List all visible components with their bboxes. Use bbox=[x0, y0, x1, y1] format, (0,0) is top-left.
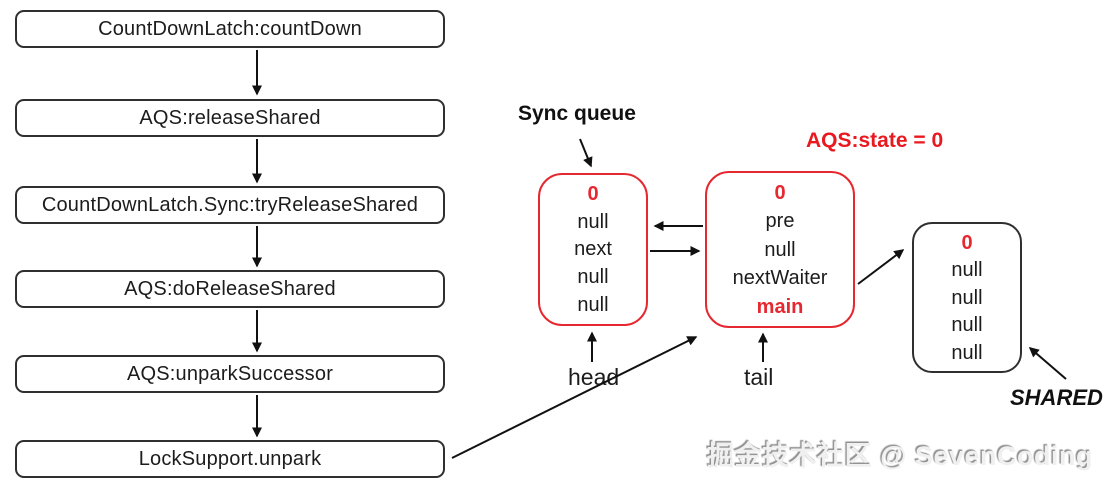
step-aqs-doreleaseshared: AQS:doReleaseShared bbox=[15, 270, 445, 308]
node-field: 0 bbox=[587, 182, 599, 205]
node-field: main bbox=[756, 295, 804, 318]
sync-queue-label: Sync queue bbox=[518, 102, 636, 125]
shared-waiter-node: 0 null null null null bbox=[912, 222, 1022, 373]
watermark-text: 掘金技术社区 @ SevenCoding bbox=[707, 441, 1093, 471]
arrow-tailnode-to-shared-node bbox=[857, 249, 905, 285]
shared-mode-label: SHARED bbox=[1010, 385, 1103, 410]
step-aqs-releaseshared: AQS:releaseShared bbox=[15, 99, 445, 137]
step-aqs-unparksuccessor: AQS:unparkSuccessor bbox=[15, 355, 445, 393]
node-field: 0 bbox=[774, 181, 786, 204]
node-field: null bbox=[951, 341, 983, 364]
node-field: null bbox=[951, 286, 983, 309]
node-field: pre bbox=[765, 210, 795, 232]
arrow-shared-label-to-node bbox=[1028, 347, 1067, 380]
node-field: 0 bbox=[961, 231, 973, 254]
node-field: nextWaiter bbox=[732, 267, 828, 289]
head-pointer-label: head bbox=[568, 364, 620, 390]
node-field: null bbox=[577, 210, 609, 233]
node-field: null bbox=[951, 314, 983, 336]
node-field: null bbox=[577, 294, 609, 317]
node-field: null bbox=[577, 266, 609, 289]
sync-queue-head-node: 0 null next null null bbox=[538, 173, 648, 326]
node-field: next bbox=[574, 238, 612, 261]
arrow-syncqueue-to-head-node bbox=[579, 138, 593, 168]
aqs-state-label: AQS:state = 0 bbox=[806, 129, 944, 152]
tail-pointer-label: tail bbox=[744, 364, 774, 390]
sync-queue-tail-node: 0 pre null nextWaiter main bbox=[705, 171, 855, 328]
node-field: null bbox=[764, 238, 796, 261]
step-sync-tryreleaseshared: CountDownLatch.Sync:tryReleaseShared bbox=[15, 186, 445, 224]
step-countdownlatch-countdown: CountDownLatch:countDown bbox=[15, 10, 445, 48]
arrow-unpark-to-tail-node bbox=[451, 336, 698, 459]
node-field: null bbox=[951, 259, 983, 281]
step-locksupport-unpark: LockSupport.unpark bbox=[15, 440, 445, 478]
